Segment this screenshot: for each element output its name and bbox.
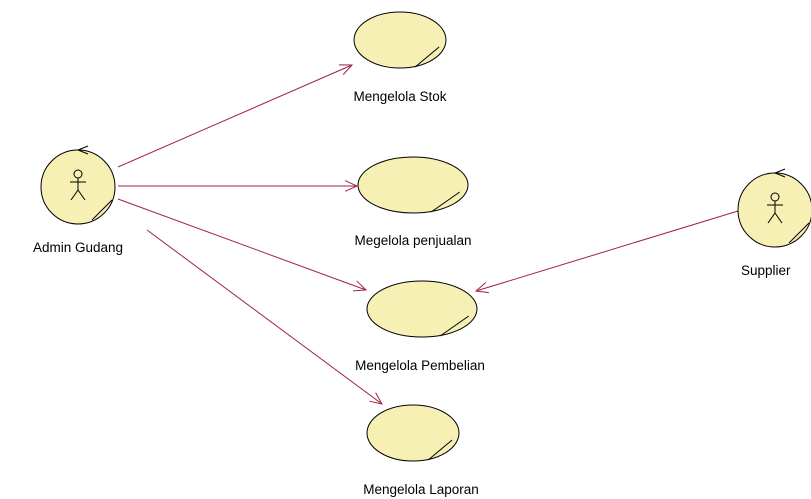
- shadow-line: [427, 439, 453, 461]
- use-case-label: Mengelola Laporan: [363, 482, 479, 497]
- arrowhead: [369, 392, 383, 405]
- shadow-line: [91, 199, 113, 221]
- shadow-line: [788, 222, 810, 244]
- actor-admin[interactable]: Admin Gudang: [33, 145, 123, 255]
- use-case-uc2[interactable]: Megelola penjualan: [354, 156, 472, 248]
- arrowhead: [352, 280, 368, 292]
- edge-line: [117, 64, 353, 168]
- stick-figure-icon: [70, 169, 86, 201]
- actor-label: Admin Gudang: [33, 240, 123, 255]
- association-admin-uc1: [117, 64, 354, 168]
- use-case-ellipse: [366, 280, 478, 338]
- use-case-uc3[interactable]: Mengelola Pembelian: [355, 280, 485, 373]
- shadow-line: [430, 191, 461, 213]
- association-admin-uc4: [146, 229, 383, 405]
- arrowhead: [344, 180, 359, 192]
- use-case-ellipse: [353, 11, 447, 69]
- association-admin-uc2: [118, 180, 359, 192]
- actor-tick-icon: [773, 168, 786, 178]
- use-case-ellipse: [366, 404, 460, 462]
- edge-line: [475, 210, 739, 292]
- use-case-label: Mengelola Stok: [353, 89, 446, 104]
- actor-supplier[interactable]: Supplier: [737, 168, 811, 278]
- arrowhead: [338, 64, 354, 75]
- arrowhead: [474, 282, 489, 294]
- use-case-uc1[interactable]: Mengelola Stok: [353, 11, 447, 104]
- use-case-ellipse: [357, 156, 469, 214]
- stick-figure-icon: [767, 192, 783, 224]
- actor-tick-icon: [76, 145, 89, 155]
- use-case-label: Megelola penjualan: [354, 233, 471, 248]
- shadow-line: [414, 46, 440, 68]
- use-case-label: Mengelola Pembelian: [355, 358, 485, 373]
- association-supplier-uc3: [474, 210, 739, 294]
- use-case-uc4[interactable]: Mengelola Laporan: [363, 404, 479, 497]
- edges-layer: [117, 64, 739, 405]
- edge-line: [117, 198, 367, 291]
- actor-label: Supplier: [741, 263, 791, 278]
- edge-line: [146, 229, 383, 405]
- association-admin-uc3: [117, 198, 368, 292]
- shadow-line: [439, 315, 470, 337]
